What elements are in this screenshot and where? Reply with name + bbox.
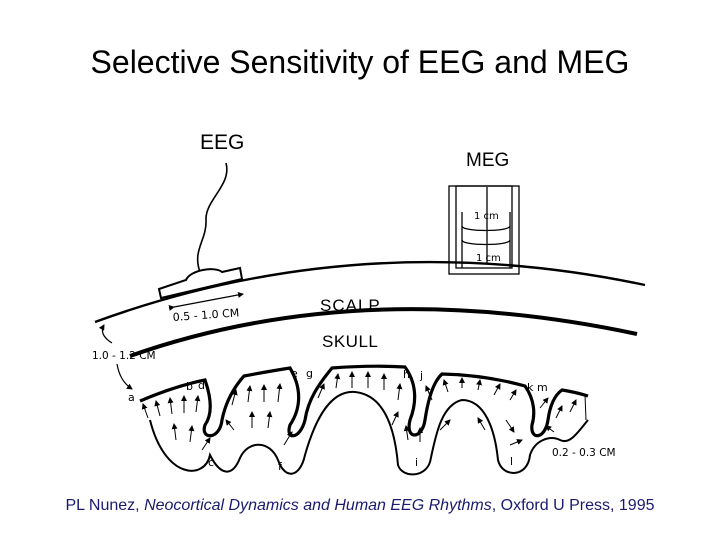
skull-thickness-arrow-up xyxy=(98,324,113,344)
cortex-outer-surface xyxy=(139,364,589,438)
slide-title: Selective Sensitivity of EEG and MEG xyxy=(90,44,630,80)
label-m: m xyxy=(537,381,548,394)
citation-work: Neocortical Dynamics and Human EEG Rhyth… xyxy=(144,497,492,514)
label-j: j xyxy=(419,369,423,382)
cortex-thickness-label: 0.2 - 0.3 CM xyxy=(552,447,616,459)
electrode-wire xyxy=(196,162,228,273)
label-a: a xyxy=(128,391,135,404)
citation-publisher: , Oxford U Press, 1995 xyxy=(491,497,655,514)
skull-surface xyxy=(129,307,638,358)
dipole-arrows xyxy=(141,371,577,451)
label-c: c xyxy=(208,456,214,469)
label-k: k xyxy=(527,381,534,394)
skull-thickness-arrow-down xyxy=(116,363,133,390)
cortex-inner-surface xyxy=(149,390,589,476)
meg-cm-bottom: 1 cm xyxy=(476,253,501,264)
meg-sensor xyxy=(448,185,520,275)
label-f: f xyxy=(278,460,283,473)
region-labels: a b d c e g f h j i k m l xyxy=(128,367,548,473)
scalp-surface xyxy=(94,260,646,324)
label-g: g xyxy=(306,367,313,380)
label-d: d xyxy=(198,379,205,392)
electrode-size-label: 0.5 - 1.0 CM xyxy=(172,306,239,324)
eeg-label: EEG xyxy=(200,131,244,154)
electrode xyxy=(157,266,244,300)
label-h: h xyxy=(403,368,410,381)
electrode-size-arrow xyxy=(168,291,244,311)
label-i: i xyxy=(415,456,418,469)
citation: PL Nunez, Neocortical Dynamics and Human… xyxy=(0,497,720,515)
citation-author: PL Nunez, xyxy=(65,497,145,514)
label-e: e xyxy=(291,367,298,380)
cortex-thickness-bar xyxy=(584,394,587,421)
label-l: l xyxy=(510,455,513,468)
skull-thickness-label: 1.0 - 1.2 CM xyxy=(92,350,156,362)
label-b: b xyxy=(186,380,193,393)
skull-label: SKULL xyxy=(322,332,378,351)
meg-cm-top: 1 cm xyxy=(474,211,499,222)
meg-label: MEG xyxy=(466,150,509,171)
